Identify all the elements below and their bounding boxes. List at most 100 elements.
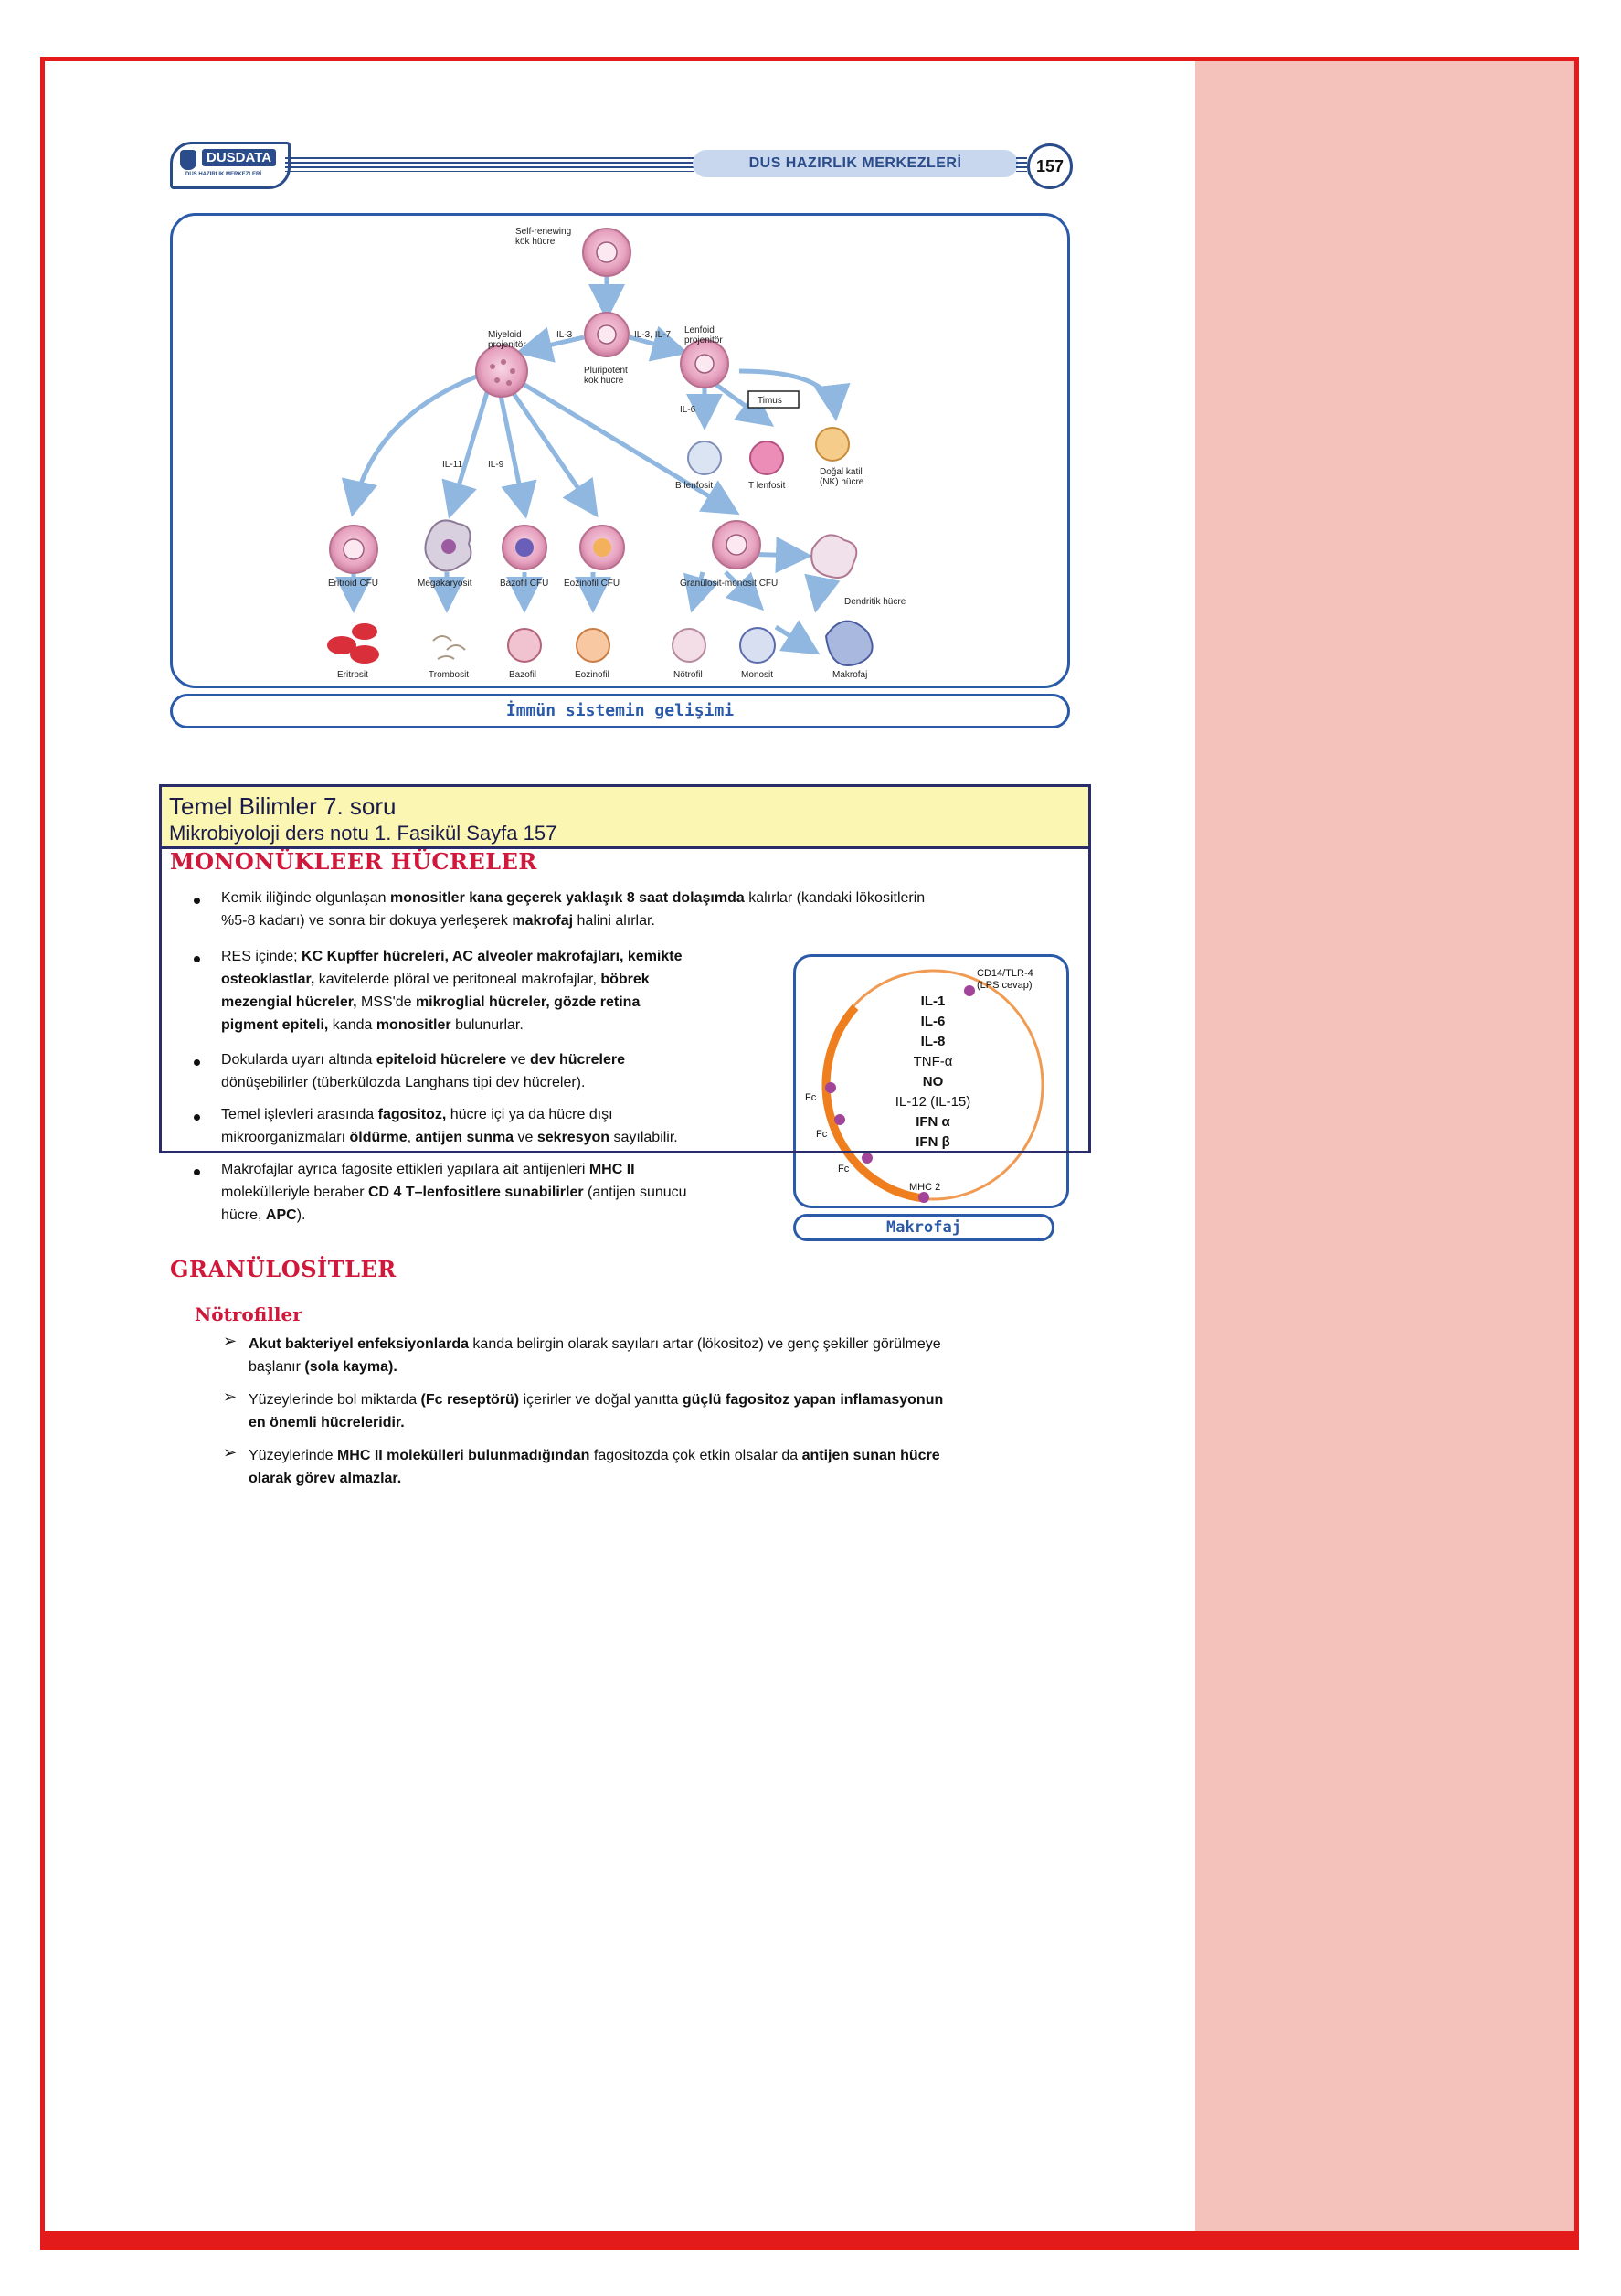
label-nk-1: Doğal katil — [820, 467, 863, 477]
cytokine-tnf: TNF-α — [913, 1054, 953, 1069]
bullet-5 — [194, 1169, 200, 1175]
text-bold: monositler kana geçerek yaklaşık 8 saat … — [390, 890, 745, 906]
text-bold: KC Kupffer hücreleri, AC alveoler makrof… — [302, 949, 683, 964]
immune-development-diagram: Self-renewing kök hücre Miyeloid projeni… — [170, 213, 1070, 688]
right-margin-panel — [1195, 61, 1574, 2248]
text-bold: pigment epiteli, — [221, 1017, 329, 1033]
page-number: 157 — [1027, 144, 1073, 189]
paragraph-islevler: Temel işlevleri arasında fagositoz, hücr… — [221, 1103, 769, 1149]
cytokine-il12: IL-12 (IL-15) — [895, 1094, 971, 1110]
label-monosit: Monosit — [741, 670, 773, 680]
label-eritrosit: Eritrosit — [337, 670, 368, 680]
bullet-1 — [194, 898, 200, 904]
label-megakaryosit: Megakaryosit — [418, 579, 472, 589]
text-bold: mikroglial hücreler, gözde retina — [415, 994, 641, 1010]
text-bold: APC — [265, 1207, 297, 1223]
paragraph-mhc: Makrofajlar ayrıca fagosite ettikleri ya… — [221, 1158, 779, 1227]
label-dendritik: Dendritik hücre — [844, 597, 906, 607]
text: kanda — [328, 1017, 376, 1033]
text-bold: fagositoz, — [377, 1107, 447, 1122]
label-il3: IL-3 — [556, 330, 573, 340]
label-il3-il7: IL-3, IL-7 — [634, 330, 671, 340]
arrow-bullet-icon: ➢ — [223, 1332, 238, 1350]
label-il9: IL-9 — [488, 460, 504, 470]
text: Yüzeylerinde bol miktarda — [249, 1392, 421, 1408]
text-bold: makrofaj — [512, 913, 574, 929]
diagram-caption: İmmün sistemin gelişimi — [170, 694, 1070, 728]
header-rule-right — [1016, 157, 1027, 172]
label-t-lenfosit: T lenfosit — [748, 481, 786, 491]
paragraph-dokular: Dokularda uyarı altında epiteloid hücrel… — [221, 1048, 769, 1094]
text: dönüşebilirler (tüberkülozda Langhans ti… — [221, 1075, 586, 1090]
text: fagositozda çok etkin olsalar da — [589, 1448, 802, 1463]
label-il6: IL-6 — [680, 405, 696, 415]
label-miyeloid-proj: projenitör — [488, 340, 526, 350]
macrophage-figure: CD14/TLR-4 (LPS cevap) Fc Fc Fc MHC 2 IL… — [793, 954, 1069, 1208]
label-pluripotent: Pluripotent — [584, 366, 628, 376]
section-notrofiller-heading: Nötrofiller — [195, 1303, 302, 1325]
text-bold: güçlü fagositoz yapan inflamasyonun — [682, 1392, 944, 1408]
text: kanda belirgin olarak sayıları artar (lö… — [468, 1336, 941, 1352]
paragraph-mhc2: Yüzeylerinde MHC II molekülleri bulunmad… — [249, 1444, 1080, 1490]
text-bold: monositler — [376, 1017, 451, 1033]
text-bold: Akut bakteriyel enfeksiyonlarda — [249, 1336, 469, 1352]
question-header: Temel Bilimler 7. soru Mikrobiyoloji der… — [162, 787, 1088, 849]
text-bold: öldürme — [349, 1130, 408, 1145]
label-nk-2: (NK) hücre — [820, 477, 864, 487]
label-b-lenfosit: B lenfosit — [675, 481, 713, 491]
label-pluripotent-2: kök hücre — [584, 376, 624, 386]
text: Makrofajlar ayrıca fagosite ettikleri ya… — [221, 1162, 589, 1177]
bottom-bar — [40, 2231, 1579, 2248]
fc-label-1: Fc — [805, 1092, 817, 1103]
receptor-label: CD14/TLR-4 — [977, 968, 1033, 979]
arrow-bullet-icon: ➢ — [223, 1387, 238, 1406]
text: molekülleriyle beraber — [221, 1185, 368, 1200]
text: ). — [296, 1207, 306, 1223]
paragraph-res: RES içinde; KC Kupffer hücreleri, AC alv… — [221, 945, 769, 1036]
cytokine-ifn-alpha: IFN α — [916, 1114, 950, 1130]
text-bold: osteoklastlar, — [221, 972, 315, 987]
text: %5-8 kadarı) ve sonra bir dokuya yerleşe… — [221, 913, 513, 929]
text: Temel işlevleri arasında — [221, 1107, 378, 1122]
text: Yüzeylerinde — [249, 1448, 337, 1463]
receptor-label-2: (LPS cevap) — [977, 980, 1033, 991]
label-eozinofil-cfu: Eozinofil CFU — [564, 579, 620, 589]
paragraph-akut: Akut bakteriyel enfeksiyonlarda kanda be… — [249, 1333, 1080, 1378]
question-subtitle: Mikrobiyoloji ders notu 1. Fasikül Sayfa… — [169, 822, 557, 845]
label-il11: IL-11 — [442, 460, 462, 470]
cytokine-il8: IL-8 — [920, 1034, 946, 1049]
text-bold: MHC II — [588, 1162, 635, 1177]
text: başlanır — [249, 1359, 305, 1375]
text-bold: epiteloid hücrelere — [376, 1052, 507, 1068]
label-eritroid-cfu: Eritroid CFU — [328, 579, 378, 589]
macrophage-caption: Makrofaj — [793, 1214, 1054, 1241]
text-bold: (Fc reseptörü) — [420, 1392, 520, 1408]
text-bold: MHC II molekülleri bulunmadığından — [336, 1448, 590, 1463]
text: , — [407, 1130, 416, 1145]
text-bold: sekresyon — [536, 1130, 610, 1145]
cytokine-il1: IL-1 — [920, 994, 946, 1009]
label-bazofil: Bazofil — [509, 670, 536, 680]
label-self-renewing: Self-renewing — [515, 227, 571, 237]
text: MSS'de — [356, 994, 416, 1010]
paragraph-monosit: Kemik iliğinde olgunlaşan monositler kan… — [221, 887, 1071, 932]
paragraph-fc: Yüzeylerinde bol miktarda (Fc reseptörü)… — [249, 1388, 1080, 1434]
label-lenfoid-proj: projenitör — [684, 335, 723, 345]
text-bold: mezengial hücreler, — [221, 994, 357, 1010]
header-rule — [285, 157, 694, 172]
mhc2-label: MHC 2 — [909, 1182, 941, 1193]
tooth-icon — [180, 150, 196, 170]
text: kavitelerde plöral ve peritoneal makrofa… — [314, 972, 601, 987]
text: ve — [506, 1052, 530, 1068]
label-trombosit: Trombosit — [429, 670, 469, 680]
label-granulosit-cfu: Granülosit-monosit CFU — [680, 579, 778, 589]
section-mononukleer-heading: MONONÜKLEER HÜCRELER — [170, 848, 537, 875]
text-bold: antijen sunan hücre — [801, 1448, 940, 1463]
text-bold: antijen sunma — [415, 1130, 514, 1145]
text: halini alırlar. — [573, 913, 655, 929]
text: sayılabilir. — [609, 1130, 678, 1145]
label-lenfoid: Lenfoid — [684, 325, 715, 335]
label-kok-hucre: kök hücre — [515, 237, 556, 247]
label-miyeloid: Miyeloid — [488, 330, 522, 340]
text: bulunurlar. — [450, 1017, 524, 1033]
